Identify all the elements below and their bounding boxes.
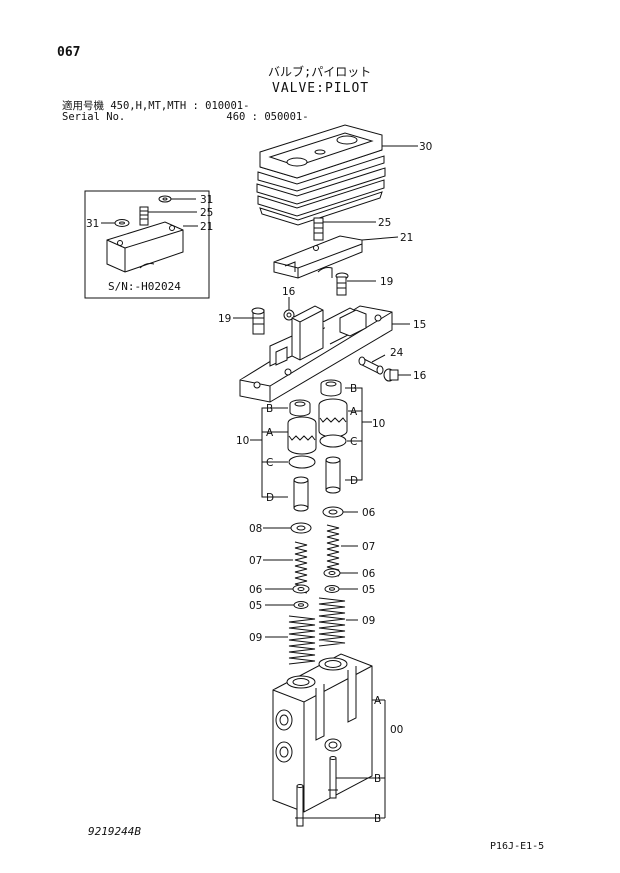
- callout-00: 00: [390, 724, 403, 736]
- callout-09-left: 09: [249, 632, 262, 644]
- left-group-bracket: [250, 407, 288, 498]
- part-10-right-pusher: [318, 379, 348, 494]
- body-group-bracket: [303, 699, 386, 819]
- inset-variant-box: [84, 190, 210, 299]
- callout-C-left: C: [266, 457, 273, 469]
- applicability-serial: : 050001-: [251, 111, 309, 123]
- callout-06-right: 06: [362, 568, 376, 580]
- drawing-number: 9219244B: [88, 825, 141, 838]
- callout-21: 21: [400, 232, 413, 244]
- part-06-washer-upper: [322, 506, 358, 518]
- callout-05-left: 05: [249, 600, 262, 612]
- applicability-serial: : 010001-: [192, 100, 250, 112]
- applicability-row-2: Serial No. 460 : 050001-: [62, 112, 309, 123]
- part-08-washer: [263, 522, 312, 534]
- callout-19-right: 19: [380, 276, 393, 288]
- callout-D-left: D: [266, 492, 274, 504]
- callout-24: 24: [390, 347, 404, 359]
- part-16-plug-upper: [283, 297, 295, 321]
- callout-B-stem-1: B: [374, 773, 381, 785]
- inset-callout-31b: 31: [86, 218, 99, 230]
- callout-B-stem-2: B: [374, 813, 381, 825]
- callout-07-right: 07: [362, 541, 375, 553]
- part-30-boot: [256, 124, 418, 226]
- title-english: VALVE:PILOT: [272, 81, 370, 96]
- inset-callout-25: 25: [200, 207, 213, 219]
- part-06-seat-right: [323, 568, 358, 578]
- part-00-valve-body: [272, 653, 373, 827]
- part-19-screw-left: [233, 307, 265, 335]
- sheet-reference: P16J-E1-5: [490, 841, 545, 852]
- callout-10-left: 10: [236, 435, 249, 447]
- callout-30: 30: [419, 141, 432, 153]
- callout-A-right: A: [350, 406, 358, 418]
- part-07-spring-right: [326, 524, 358, 577]
- part-09-spring-right: [318, 597, 358, 647]
- inset-callout-31a: 31: [200, 194, 213, 206]
- page-number: 067: [57, 45, 81, 60]
- part-05-seat-left: [265, 601, 309, 609]
- callout-16-upper: 16: [282, 286, 296, 298]
- callout-B-right: B: [350, 383, 357, 395]
- applicability-model: 460: [226, 111, 246, 123]
- part-06-seat-left: [265, 584, 310, 594]
- part-25-screw: [313, 217, 376, 241]
- applicability-label: Serial No.: [62, 111, 126, 123]
- callout-08: 08: [249, 523, 262, 535]
- callout-07-left: 07: [249, 555, 262, 567]
- callout-10-right: 10: [372, 418, 385, 430]
- callout-15: 15: [413, 319, 426, 331]
- part-05-seat-right: [324, 585, 358, 593]
- callout-19-left: 19: [218, 313, 231, 325]
- part-16-plug-lower: [383, 368, 411, 382]
- part-09-spring-left: [265, 615, 316, 665]
- part-24-pin: [358, 354, 386, 375]
- part-10-left-pusher: [287, 399, 317, 512]
- callout-05-right: 05: [362, 584, 375, 596]
- applicability-label: 適用号機: [62, 100, 104, 112]
- callout-06-left: 06: [249, 584, 263, 596]
- callout-09-right: 09: [362, 615, 375, 627]
- title-japanese: バルブ;パイロット: [268, 65, 372, 79]
- callout-A-body: A: [374, 695, 382, 707]
- callout-C-right: C: [350, 436, 357, 448]
- inset-serial-note: S/N:-H02024: [108, 280, 181, 293]
- callout-A-left: A: [266, 427, 274, 439]
- part-21-plate: [273, 235, 399, 279]
- inset-callout-21: 21: [200, 221, 213, 233]
- part-15-cam-plate: [239, 305, 410, 403]
- callout-16-lower: 16: [413, 370, 427, 382]
- right-group-bracket: [345, 387, 372, 481]
- callout-B-left: B: [266, 403, 273, 415]
- applicability-model: 450,H,MT,MTH: [110, 100, 187, 112]
- applicability-row-1: 適用号機 450,H,MT,MTH : 010001-: [62, 101, 249, 112]
- callout-D-right: D: [350, 475, 358, 487]
- part-19-screw-right: [335, 272, 376, 296]
- part-07-spring-left: [263, 541, 308, 594]
- callout-06-upper: 06: [362, 507, 376, 519]
- callout-25: 25: [378, 217, 391, 229]
